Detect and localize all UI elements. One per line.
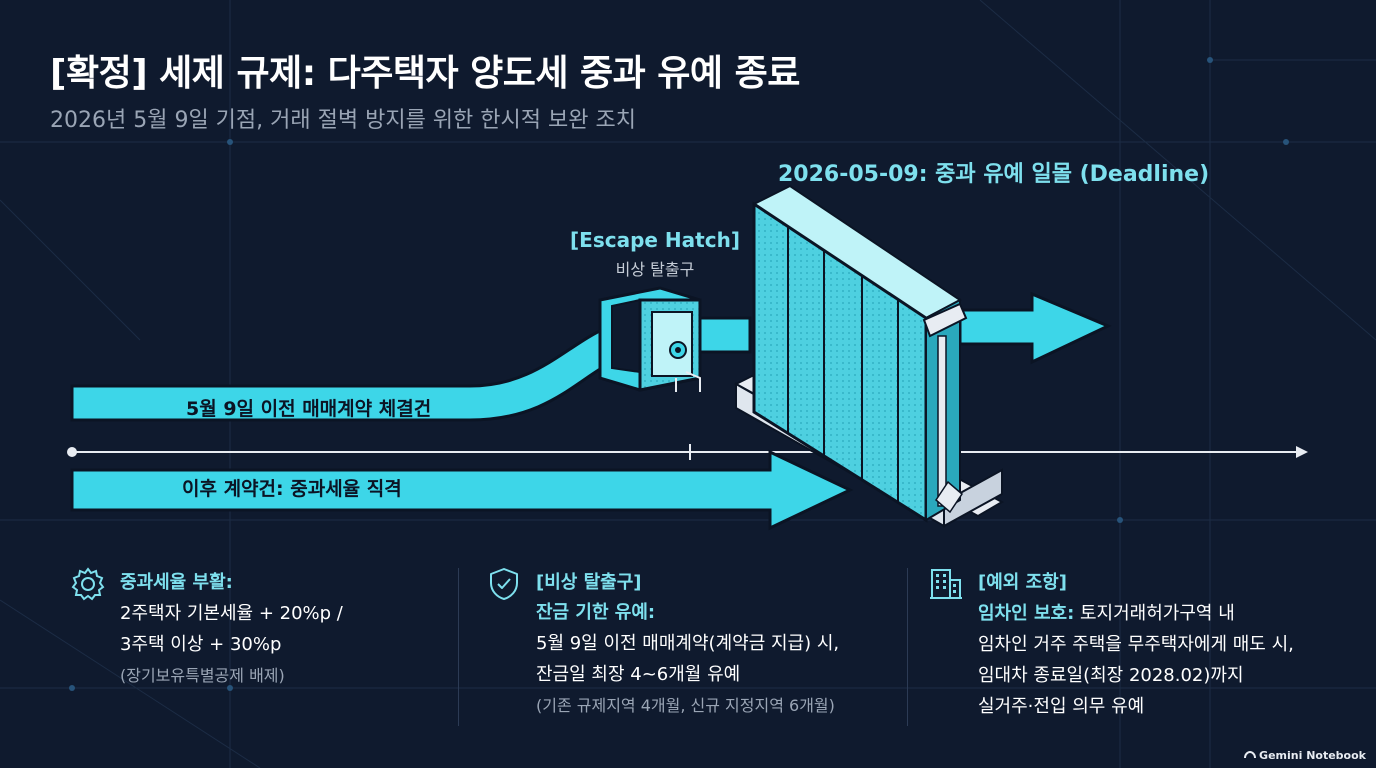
column-divider bbox=[907, 568, 908, 726]
escape-hatch-label: [Escape Hatch] 비상 탈출구 bbox=[540, 228, 770, 280]
exception-line-2: 임차인 거주 주택을 무주택자에게 매도 시, bbox=[978, 634, 1294, 655]
escape-hatch-subtitle: 비상 탈출구 bbox=[615, 260, 695, 279]
escape-hatch-line-1: 5월 9일 이전 매매계약(계약금 지급) 시, bbox=[536, 633, 840, 654]
deadline-wall bbox=[733, 184, 1005, 528]
heavy-tax-note: (장기보유특별공제 배제) bbox=[120, 666, 285, 685]
upper-arrow bbox=[70, 316, 752, 422]
gear-icon bbox=[71, 567, 105, 601]
upper-arrow-label: 5월 9일 이전 매매계약 체결건 bbox=[186, 398, 432, 420]
escape-hatch-heading: [비상 탈출구] bbox=[536, 572, 642, 593]
brand-watermark: Gemini Notebook bbox=[1244, 749, 1366, 762]
gemini-logo-icon bbox=[1244, 751, 1257, 759]
column-divider bbox=[458, 568, 459, 726]
shield-check-icon bbox=[490, 568, 518, 600]
brand-name: Gemini Notebook bbox=[1259, 749, 1366, 762]
exception-heading: [예외 조항] bbox=[978, 572, 1067, 593]
lower-arrow bbox=[70, 449, 854, 531]
exception-line-1: 임차인 보호: 토지거래허가구역 내 bbox=[978, 603, 1235, 624]
balance-deferral-heading: 잔금 기한 유예: bbox=[536, 602, 656, 623]
exception-line-3: 임대차 종료일(최장 2028.02)까지 bbox=[978, 665, 1244, 686]
tenant-protection-label: 임차인 보호: bbox=[978, 603, 1075, 624]
building-icon bbox=[930, 569, 962, 599]
continuation-arrow bbox=[958, 291, 1112, 365]
heavy-tax-heading: 중과세율 부활: bbox=[120, 572, 233, 593]
lower-arrow-label: 이후 계약건: 중과세율 직격 bbox=[182, 478, 402, 500]
heavy-tax-line-1: 2주택자 기본세율 + 20%p / bbox=[120, 603, 343, 624]
deadline-label: 2026-05-09: 중과 유예 일몰 (Deadline) bbox=[778, 162, 1210, 187]
escape-hatch bbox=[598, 286, 702, 392]
page-subtitle: 2026년 5월 9일 기점, 거래 절벽 방지를 위한 한시적 보완 조치 bbox=[50, 108, 636, 133]
escape-hatch-line-2: 잔금일 최장 4~6개월 유예 bbox=[536, 664, 741, 685]
escape-hatch-note: (기존 규제지역 4개월, 신규 지정지역 6개월) bbox=[536, 696, 835, 715]
escape-hatch-title: [Escape Hatch] bbox=[570, 228, 740, 252]
exception-line-4: 실거주·전입 의무 유예 bbox=[978, 696, 1145, 717]
page-title: [확정] 세제 규제: 다주택자 양도세 중과 유예 종료 bbox=[50, 53, 800, 94]
timeline-axis bbox=[67, 444, 1308, 460]
heavy-tax-line-2: 3주택 이상 + 30%p bbox=[120, 634, 282, 655]
